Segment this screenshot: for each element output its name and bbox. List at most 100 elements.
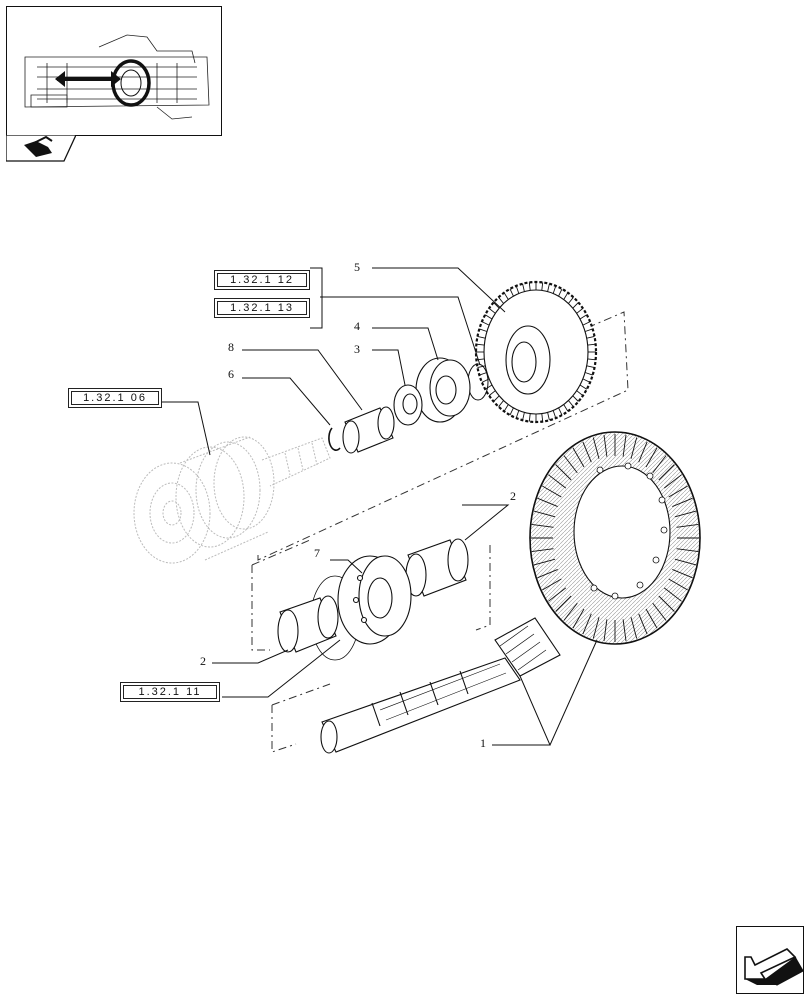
gear-tooth: [542, 485, 562, 498]
gear-tooth: [477, 365, 486, 369]
gear-tooth: [672, 497, 693, 508]
gear-tooth: [658, 464, 675, 481]
gear-tooth: [582, 378, 591, 383]
gear-tooth: [579, 314, 588, 320]
item-number-4: 4: [354, 319, 360, 333]
gear-tooth: [548, 474, 567, 489]
gear-tooth: [548, 587, 567, 602]
gear-tooth: [537, 497, 558, 508]
gear-tooth: [493, 395, 500, 402]
bearing-cup-lower: [277, 595, 339, 653]
gear-tooth: [603, 619, 608, 642]
gear-tooth: [552, 285, 557, 294]
gear-tooth: [568, 297, 574, 304]
gear-tooth: [638, 613, 648, 635]
tractor-icon: [5, 134, 78, 162]
gear-tooth: [558, 288, 563, 297]
gear-tooth: [592, 437, 600, 459]
gear-tooth: [476, 358, 485, 361]
gear-tooth: [558, 407, 563, 416]
gear-tooth: [603, 434, 608, 457]
item-number-6: 6: [228, 367, 234, 381]
crown-wheel: [529, 431, 701, 645]
gear-tooth: [622, 434, 627, 457]
ref-box-2[interactable]: 1.32.1 13: [214, 298, 310, 318]
gear-tooth: [533, 510, 556, 518]
output-shaft-assembly: [133, 436, 331, 564]
ref-box-4[interactable]: 1.32.1 11: [120, 682, 220, 702]
gear-tooth: [542, 578, 562, 591]
gear-tooth: [477, 335, 486, 339]
gear-tooth: [663, 474, 682, 489]
gear-tooth: [572, 302, 579, 309]
next-page-button[interactable]: [736, 926, 804, 994]
gear-tooth: [552, 410, 557, 419]
bracket: [310, 267, 336, 329]
gear-tooth: [563, 292, 569, 300]
item-number-7: 7: [314, 546, 320, 560]
gear-tooth: [645, 608, 658, 629]
gear-tooth: [509, 407, 514, 416]
ref-box-3[interactable]: 1.32.1 06: [68, 388, 162, 408]
gear-tooth: [555, 595, 572, 612]
ref-label-3: 1.32.1 06: [83, 392, 147, 404]
section-tab: [5, 134, 78, 163]
gear-tooth: [652, 602, 667, 621]
taper-bearing: [415, 357, 471, 423]
gear-tooth: [488, 390, 496, 396]
gear-tooth: [537, 568, 558, 579]
gear-tooth: [630, 437, 638, 459]
gear-tooth: [576, 308, 584, 314]
gear-tooth: [488, 308, 496, 314]
gear-tooth: [547, 283, 550, 292]
gear-tooth: [652, 455, 667, 474]
spur-gear-teeth: [476, 282, 596, 422]
item-number-5: 5: [354, 260, 360, 274]
gear-tooth: [541, 282, 544, 291]
gear-tooth: [528, 413, 531, 422]
ref-label-1: 1.32.1 12: [230, 274, 294, 286]
item-number-8: 8: [228, 340, 234, 354]
gear-tooth: [515, 285, 520, 294]
gear-tooth: [584, 372, 593, 376]
circlip: [328, 427, 341, 451]
gear-tooth: [572, 608, 585, 629]
gear-tooth: [503, 404, 509, 412]
gear-tooth: [541, 413, 544, 422]
gear-tooth: [533, 558, 556, 566]
gear-tooth: [582, 613, 592, 635]
gear-tooth: [479, 328, 488, 332]
bearing-cup-upper: [405, 538, 469, 597]
item-number-1: 1: [480, 736, 486, 750]
gear-tooth: [645, 447, 658, 468]
gear-tooth: [572, 447, 585, 468]
gear-tooth: [638, 441, 648, 463]
gear-tooth: [522, 283, 525, 292]
gear-tooth: [576, 390, 584, 396]
ref-box-1[interactable]: 1.32.1 12: [214, 270, 310, 290]
ref-label-4: 1.32.1 11: [138, 686, 202, 698]
next-page-arrow-icon: [744, 948, 804, 986]
gear-tooth: [668, 578, 688, 591]
gear-tooth: [674, 510, 697, 518]
gear-tooth: [484, 384, 493, 390]
gear-tooth: [503, 292, 509, 300]
leader-lines: [162, 267, 598, 746]
gear-tooth: [582, 441, 592, 463]
gear-tooth: [547, 412, 550, 421]
gear-tooth: [531, 548, 554, 553]
gear-tooth: [572, 395, 579, 402]
gear-tooth: [592, 617, 600, 639]
gear-tooth: [531, 523, 554, 528]
item-number-3: 3: [354, 342, 360, 356]
gear-tooth: [563, 455, 578, 474]
gear-tooth: [622, 619, 627, 642]
gear-tooth: [587, 343, 596, 346]
gear-tooth: [579, 384, 588, 390]
gear-tooth: [528, 282, 531, 291]
gear-tooth: [676, 548, 699, 553]
gear-tooth: [676, 523, 699, 528]
gear-tooth: [586, 335, 595, 339]
location-thumbnail: [6, 6, 222, 136]
gear-tooth: [563, 404, 569, 412]
